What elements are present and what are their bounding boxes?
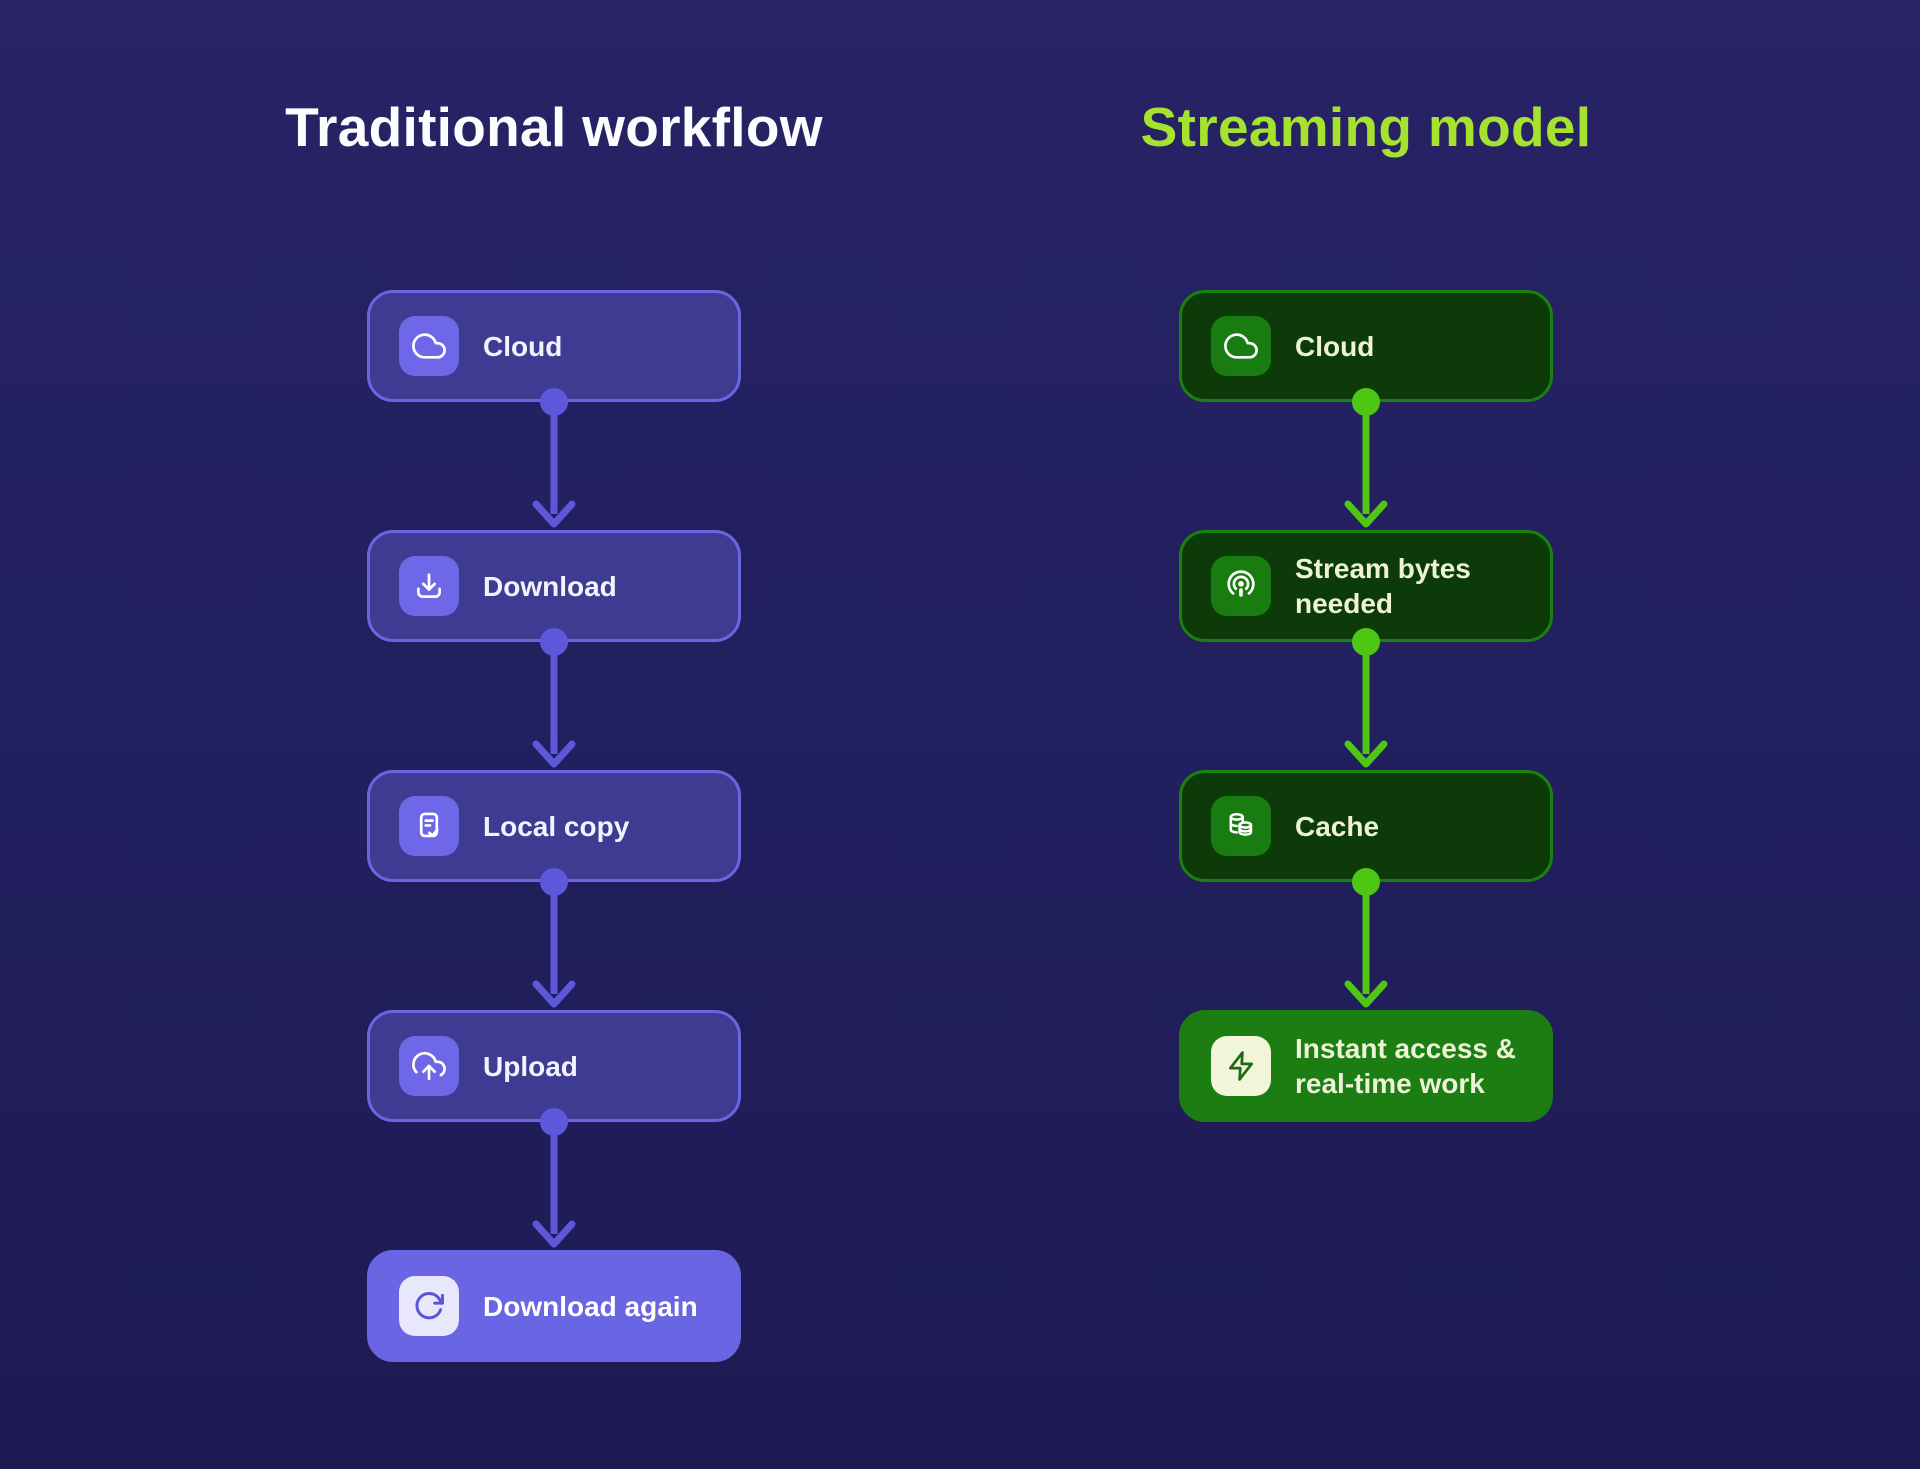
arrow-down xyxy=(532,1108,576,1248)
cloud-icon xyxy=(399,316,459,376)
node-cache: Cache xyxy=(1179,770,1553,882)
arrow-down xyxy=(532,628,576,768)
node-cloud-streaming: Cloud xyxy=(1179,290,1553,402)
arrow-down xyxy=(532,388,576,528)
node-label: Instant access & real-time work xyxy=(1295,1033,1516,1099)
podcast-icon xyxy=(1211,556,1271,616)
zap-icon xyxy=(1211,1036,1271,1096)
document-check-icon xyxy=(399,796,459,856)
node-label: Upload xyxy=(483,1050,578,1082)
node-label: Cache xyxy=(1295,810,1380,842)
node-label: Download xyxy=(483,570,617,602)
node-label: Local copy xyxy=(483,810,630,842)
node-instant-access: Instant access & real-time work xyxy=(1179,1010,1553,1122)
node-label: Stream bytes needed xyxy=(1295,553,1471,619)
arrow-down xyxy=(1344,388,1388,528)
node-cloud-traditional: Cloud xyxy=(367,290,741,402)
arrow-down xyxy=(532,868,576,1008)
database-icon xyxy=(1211,796,1271,856)
refresh-icon xyxy=(399,1276,459,1336)
node-download-again: Download again xyxy=(367,1250,741,1362)
node-stream-bytes: Stream bytes needed xyxy=(1179,530,1553,642)
node-download: Download xyxy=(367,530,741,642)
streaming-model-title: Streaming model xyxy=(1140,96,1592,158)
node-local-copy: Local copy xyxy=(367,770,741,882)
cloud-upload-icon xyxy=(399,1036,459,1096)
arrow-down xyxy=(1344,868,1388,1008)
cloud-icon xyxy=(1211,316,1271,376)
node-label: Cloud xyxy=(483,330,563,362)
arrow-down xyxy=(1344,628,1388,768)
node-upload: Upload xyxy=(367,1010,741,1122)
download-icon xyxy=(399,556,459,616)
node-label: Download again xyxy=(483,1290,698,1322)
traditional-workflow-title: Traditional workflow xyxy=(285,96,823,158)
node-label: Cloud xyxy=(1295,330,1375,362)
